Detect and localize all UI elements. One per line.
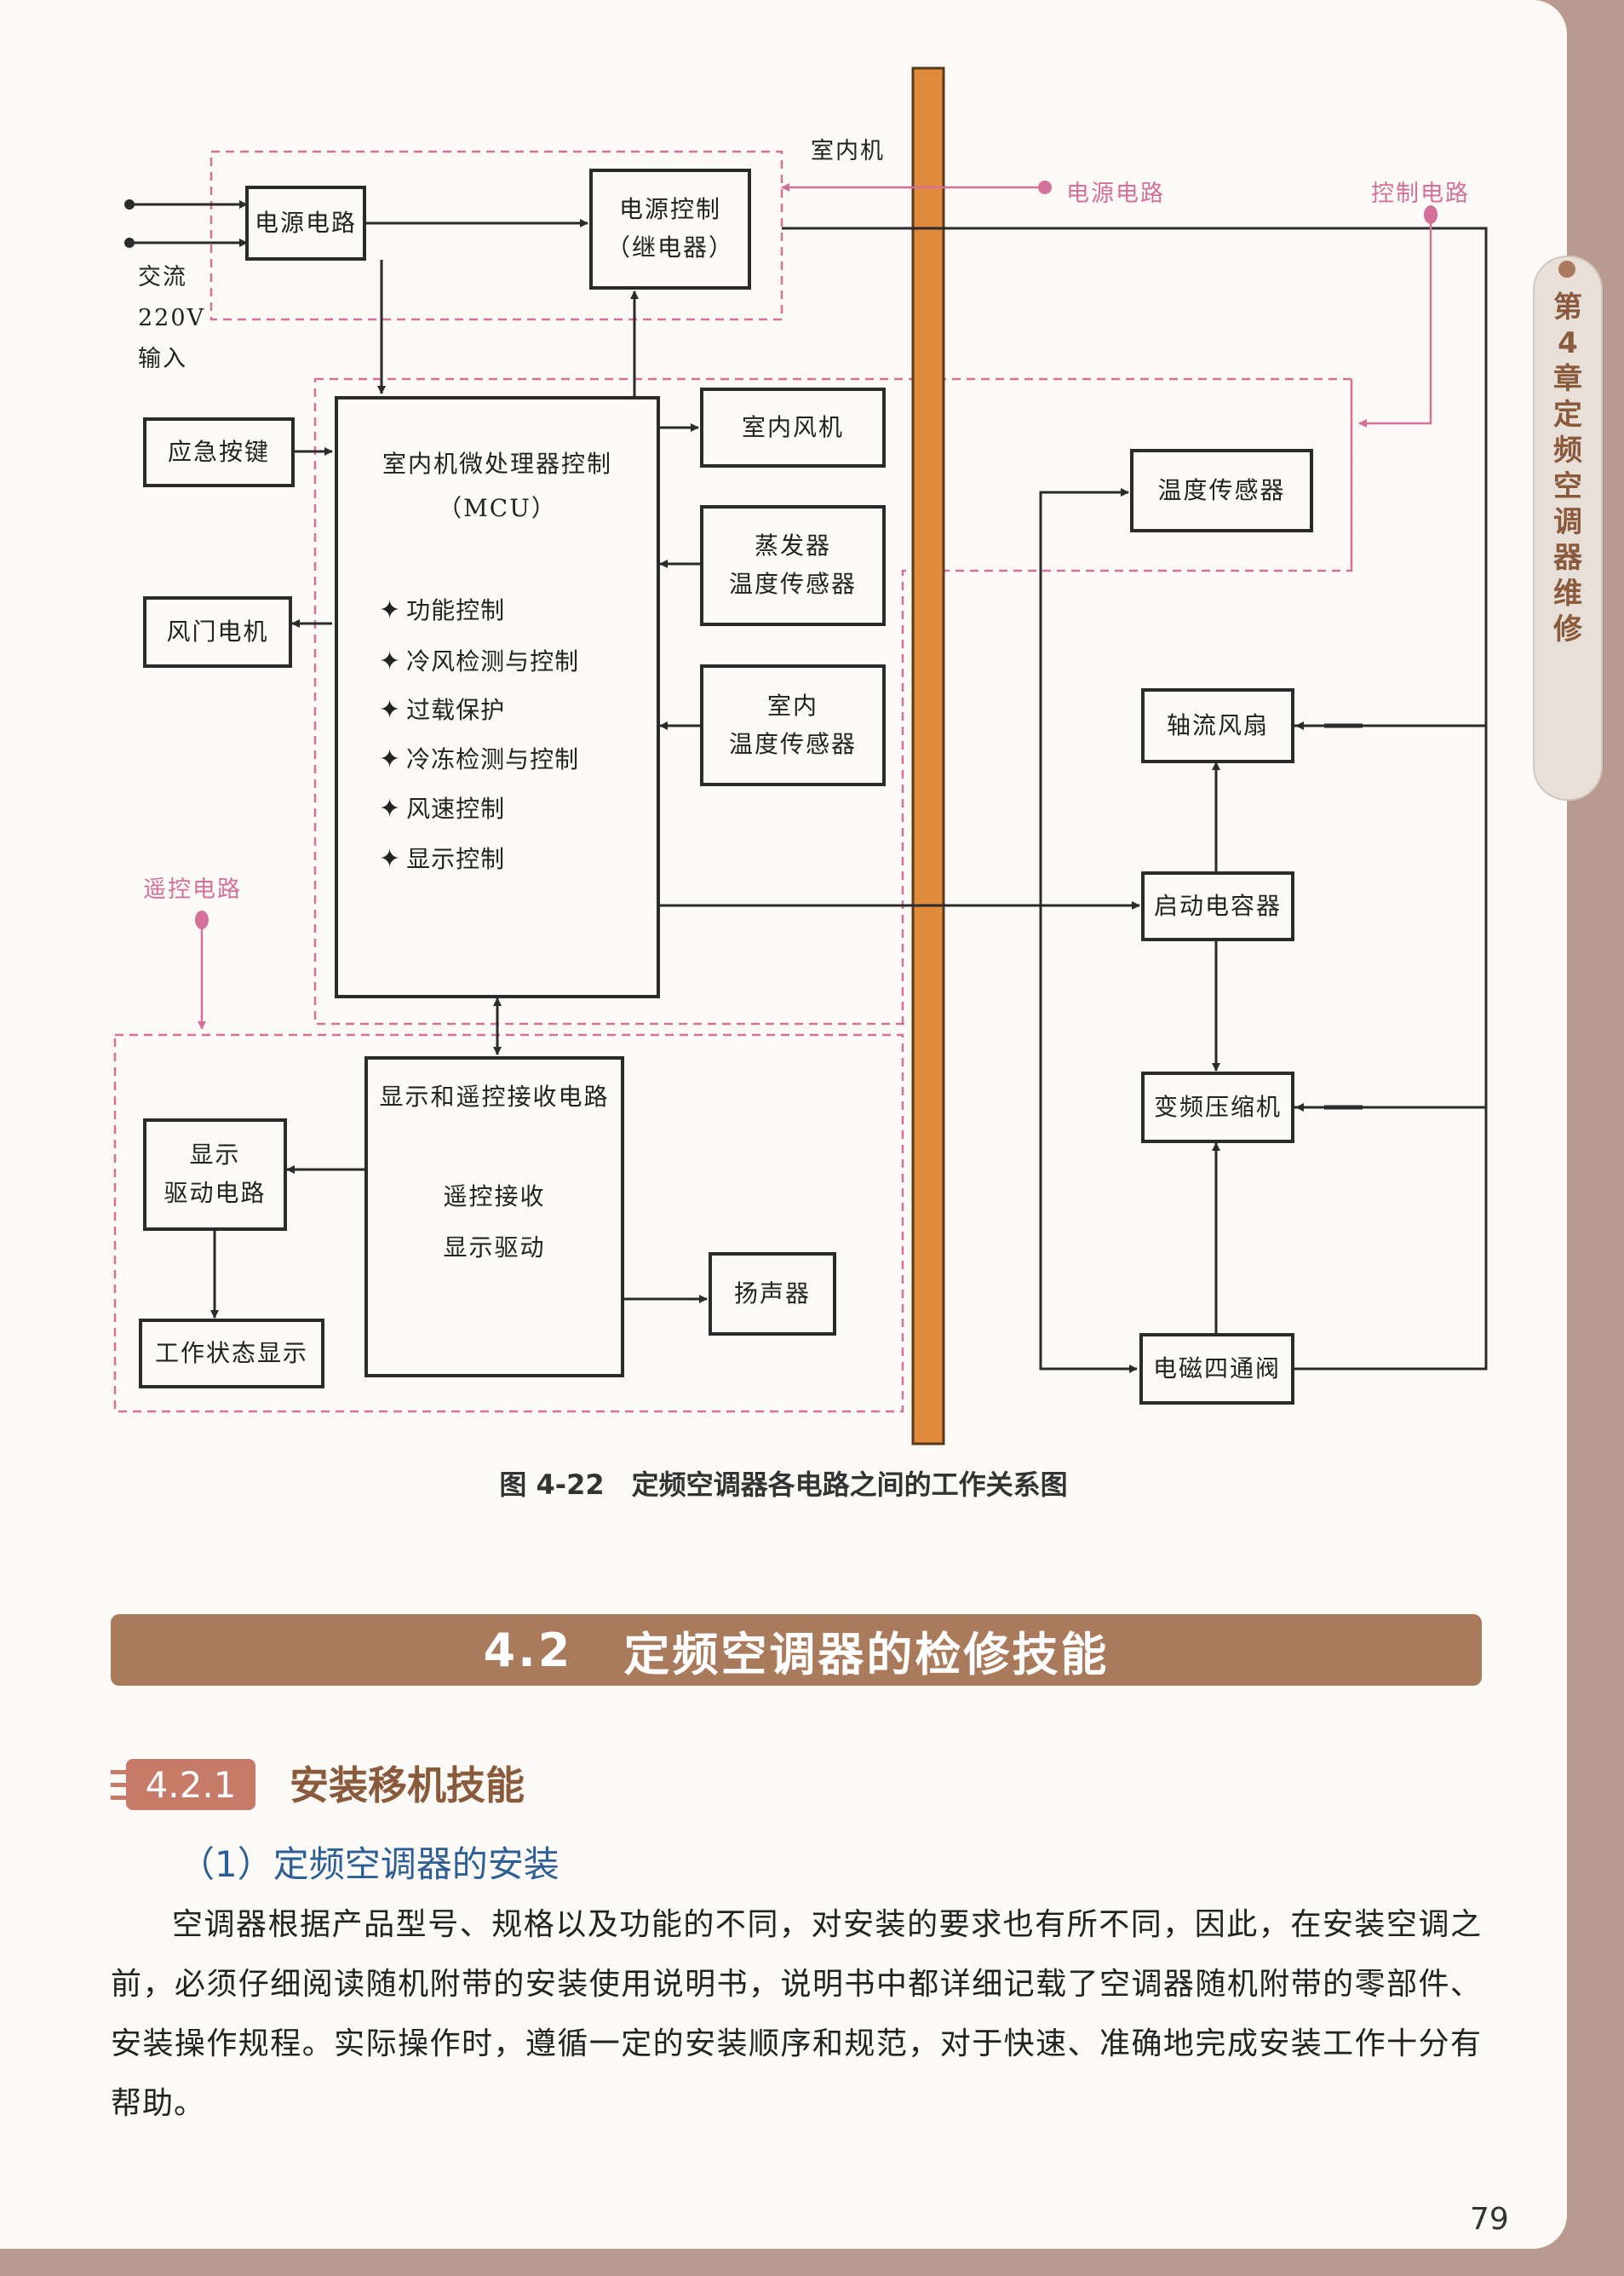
emergency-key-box: 应急按键	[143, 417, 295, 487]
damper-motor-box: 风门电机	[143, 596, 292, 668]
mcu-function-item: ✦显示控制	[379, 844, 506, 874]
subsection-number: 4.2.1	[126, 1759, 255, 1810]
inverter-compressor-box: 变频压缩机	[1141, 1072, 1294, 1143]
subsection-stripe	[111, 1783, 131, 1787]
install-heading: （1）定频空调器的安装	[179, 1843, 560, 1885]
mcu-function-item: ✦过载保护	[379, 695, 506, 725]
subsection-stripe	[111, 1796, 131, 1800]
chapter-tab-label: 第4章定频空调器维修	[1553, 290, 1582, 647]
temperature-sensor-box: 温度传感器	[1130, 449, 1313, 532]
section-heading: 4.2 定频空调器的检修技能	[111, 1614, 1482, 1686]
legend-remote-circuit: 遥控电路	[143, 876, 242, 903]
dashed-frames	[113, 150, 1353, 1413]
display-remote-receive-title: 显示和遥控接收电路	[379, 1083, 610, 1111]
remote-frame	[113, 1033, 904, 1413]
power-frame	[209, 150, 783, 321]
subsection-stripe	[111, 1770, 131, 1774]
speaker-box: 扬声器	[709, 1252, 836, 1336]
circuit-diagram	[113, 66, 1488, 1445]
legend-control-circuit: 控制电路	[1371, 181, 1470, 207]
display-driver-circuit-box: 显示 驱动电路	[143, 1118, 287, 1231]
power-control-box: 电源控制 （继电器）	[589, 169, 751, 290]
power-circuit-box: 电源电路	[245, 186, 366, 261]
figure-caption: 图 4-22 定频空调器各电路之间的工作关系图	[499, 1468, 1068, 1501]
mcu-function-item: ✦冷冻检测与控制	[379, 744, 580, 774]
star-icon: ✦	[379, 695, 402, 725]
mcu-function-item: ✦功能控制	[379, 595, 506, 625]
indoor-sensor-box: 室内 温度传感器	[700, 664, 886, 786]
subsection-title: 安装移机技能	[290, 1762, 525, 1808]
book-page: 室内机 电源电路 控制电路 遥控电路 交流 220V 输入 电源电路 电源控制 …	[0, 0, 1567, 2249]
display-drive-label: 显示驱动	[443, 1233, 546, 1262]
mcu-function-item: ✦风速控制	[379, 794, 506, 824]
body-paragraph: 空调器根据产品型号、规格以及功能的不同，对安装的要求也有所不同，因此，在安装空调…	[111, 1907, 1482, 2121]
page-number: 79	[1470, 2202, 1509, 2237]
chapter-tab	[1533, 256, 1603, 801]
axial-fan-box: 轴流风扇	[1141, 688, 1294, 763]
section-title: 定频空调器的检修技能	[623, 1627, 1110, 1681]
status-display-box: 工作状态显示	[139, 1319, 324, 1388]
evaporator-sensor-box: 蒸发器 温度传感器	[700, 505, 886, 626]
display-remote-receive-box: 显示和遥控接收电路 遥控接收 显示驱动	[364, 1056, 624, 1377]
four-way-valve-box: 电磁四通阀	[1139, 1333, 1294, 1405]
indoor-fan-box: 室内风机	[700, 388, 886, 468]
star-icon: ✦	[379, 647, 402, 676]
star-icon: ✦	[379, 595, 402, 625]
mcu-title: 室内机微处理器控制	[382, 450, 612, 478]
indoor-unit-label: 室内机	[811, 138, 885, 164]
legend-power-circuit: 电源电路	[1066, 181, 1165, 207]
section-number: 4.2	[483, 1623, 573, 1677]
start-capacitor-box: 启动电容器	[1141, 871, 1294, 941]
star-icon: ✦	[379, 844, 402, 874]
chapter-dot	[1558, 261, 1575, 278]
ac-input-label: 交流 220V 输入	[138, 264, 206, 372]
star-icon: ✦	[379, 794, 402, 824]
mcu-subtitle: （MCU）	[438, 494, 557, 522]
star-icon: ✦	[379, 744, 402, 774]
mcu-box: 室内机微处理器控制 （MCU）	[335, 396, 660, 998]
mcu-function-item: ✦冷风检测与控制	[379, 647, 580, 676]
indoor-outdoor-bus	[911, 66, 945, 1445]
remote-receive-label: 遥控接收	[443, 1181, 546, 1210]
